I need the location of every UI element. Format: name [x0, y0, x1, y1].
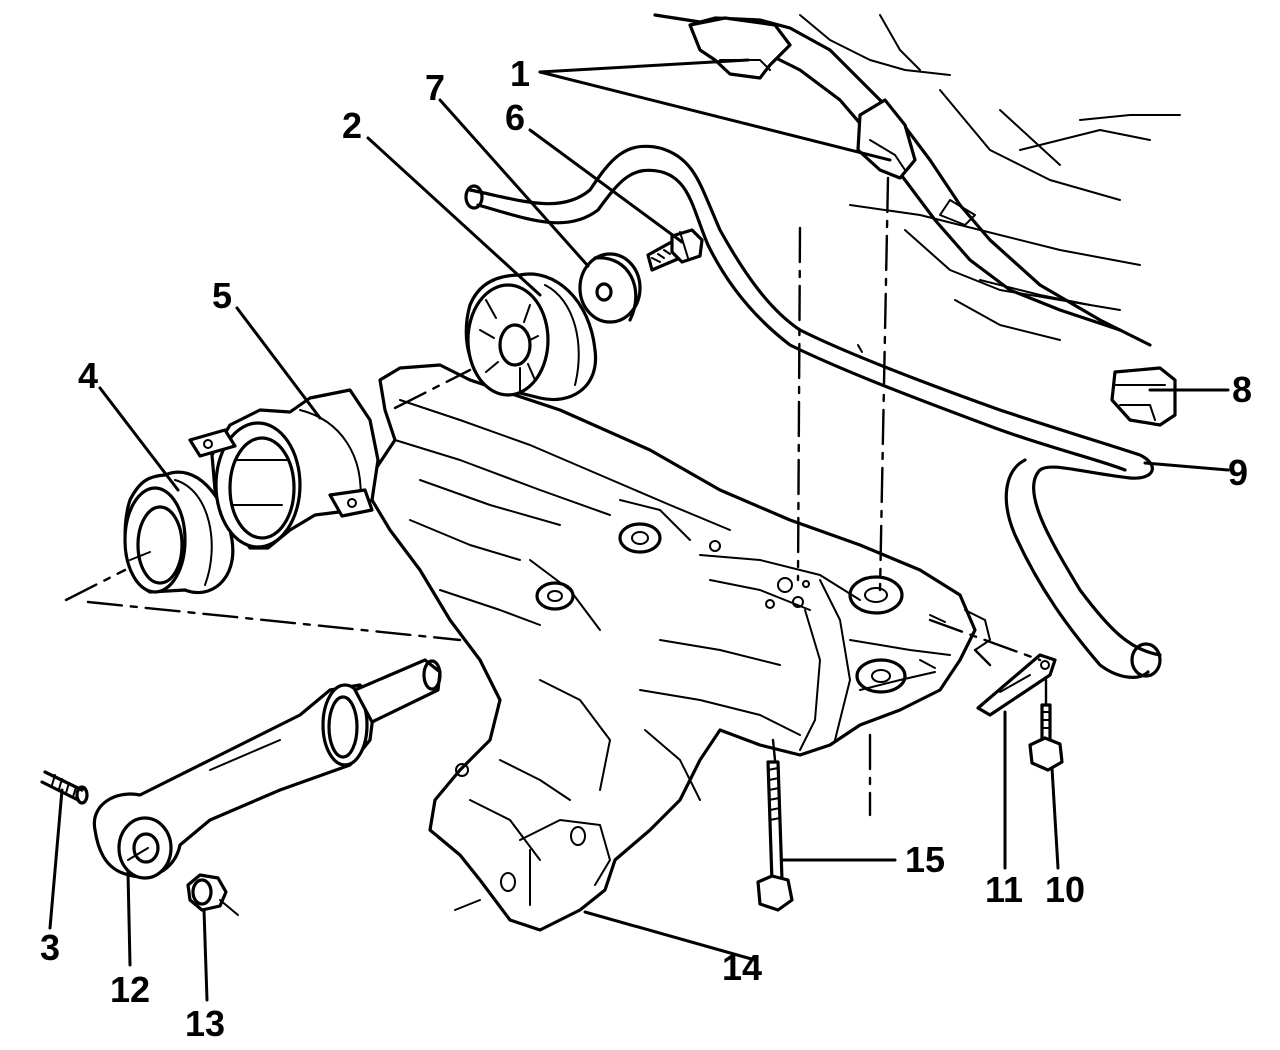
stabilizer-clamp — [1110, 366, 1177, 427]
callout-5: 5 — [212, 275, 232, 316]
callout-9: 9 — [1228, 452, 1248, 493]
stud-3 — [40, 770, 89, 805]
callout-1: 1 — [510, 53, 530, 94]
vehicle-body-outline — [653, 13, 1181, 347]
callout-leaders — [48, 58, 1230, 1002]
nut-13 — [186, 873, 228, 912]
mounting-sleeve-5 — [188, 388, 380, 550]
subframe-crossmember — [370, 363, 991, 932]
callout-3: 3 — [40, 927, 60, 968]
bushing-4 — [123, 470, 235, 595]
control-arm-12 — [92, 658, 442, 880]
bolt-15 — [756, 760, 794, 912]
callout-4: 4 — [78, 355, 98, 396]
callout-11: 11 — [985, 869, 1023, 910]
callout-15: 15 — [905, 839, 945, 880]
callout-12: 12 — [110, 969, 150, 1010]
bolt-6 — [646, 228, 704, 272]
bracket-11 — [976, 653, 1057, 717]
stabilizer-bar — [464, 144, 1162, 679]
callout-14: 14 — [722, 947, 762, 988]
callout-6: 6 — [505, 97, 525, 138]
callout-13: 13 — [185, 1003, 225, 1044]
callout-2: 2 — [342, 105, 362, 146]
callout-labels: 1 2 3 4 5 6 7 8 9 10 11 12 13 14 15 — [40, 53, 1252, 1044]
bushing-2 — [464, 272, 598, 402]
callout-10: 10 — [1045, 869, 1085, 910]
bolt-10 — [1028, 703, 1064, 772]
callout-8: 8 — [1232, 369, 1252, 410]
callout-7: 7 — [425, 67, 445, 108]
washer-7 — [578, 252, 642, 324]
assembly-center-lines — [64, 176, 1048, 916]
